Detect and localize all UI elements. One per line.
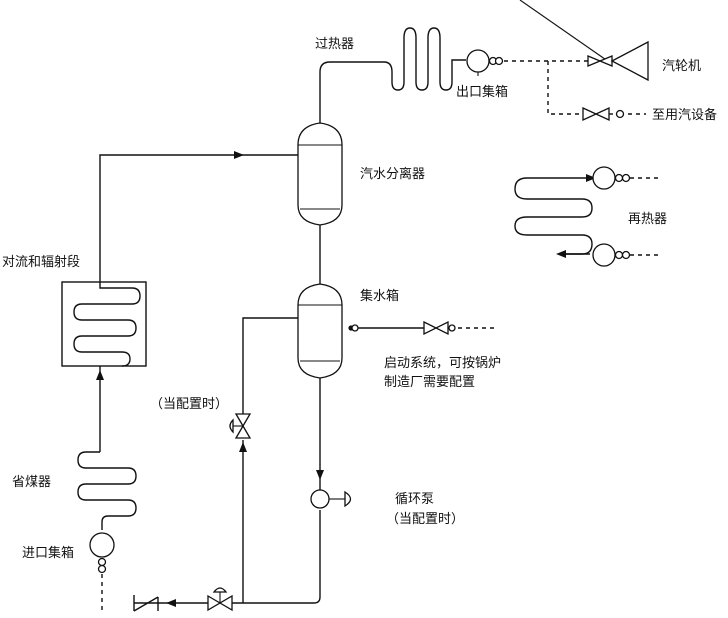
convection-radiation-label: 对流和辐射段	[2, 254, 80, 270]
flow-arrow-icon	[96, 370, 104, 380]
outlet-header	[466, 49, 504, 76]
reheater-upper-header	[592, 166, 662, 190]
water-collecting-tank	[297, 283, 343, 379]
startup-line	[348, 320, 496, 336]
flow-arrow-icon	[166, 599, 176, 607]
check-valve-icon	[133, 595, 159, 612]
convection-radiation-box	[61, 281, 147, 367]
superheater-label: 过热器	[315, 37, 354, 52]
when-configured-label-2: （当配置时）	[386, 512, 464, 527]
flow-arrow-icon	[234, 151, 244, 159]
riser-to-separator-line	[99, 154, 298, 282]
economizer-coil	[77, 451, 137, 530]
turbine-valve-icon	[587, 55, 613, 67]
inlet-header-label: 进口集箱	[22, 545, 74, 561]
turbine-label: 汽轮机	[662, 59, 701, 74]
pointer-line	[519, 0, 613, 65]
steam-water-separator	[297, 122, 343, 226]
user-steam-valve-icon	[582, 106, 625, 122]
superheater-coil	[319, 27, 466, 125]
reheater-coil	[514, 174, 596, 258]
water-header-label: 集水箱	[360, 288, 399, 304]
circulation-pump-label: 循环泵	[395, 492, 434, 507]
circulation-pump-icon	[310, 489, 352, 509]
startup-system-label-1: 启动系统，可按锅炉	[384, 355, 501, 371]
bypass-line	[242, 317, 298, 414]
bottom-return-line	[232, 510, 321, 604]
bottom-control-valve-icon	[207, 587, 233, 612]
separator-label: 汽水分离器	[360, 166, 425, 182]
economizer-label: 省煤器	[12, 475, 51, 490]
flow-arrow-icon	[239, 442, 247, 452]
startup-system-label-2: 制造厂需要配置	[384, 375, 475, 390]
to-user-equipment-label: 至用汽设备	[652, 107, 717, 123]
when-configured-label-1: （当配置时）	[150, 397, 228, 412]
outlet-header-label: 出口集箱	[456, 84, 508, 100]
reheater-lower-header	[592, 243, 662, 267]
flow-arrow-icon	[316, 470, 324, 480]
steam-branch-line	[547, 61, 583, 115]
reheater-label: 再热器	[628, 212, 667, 227]
bypass-valve-icon	[229, 413, 252, 439]
turbine-icon	[610, 40, 649, 82]
inlet-header	[89, 532, 115, 613]
